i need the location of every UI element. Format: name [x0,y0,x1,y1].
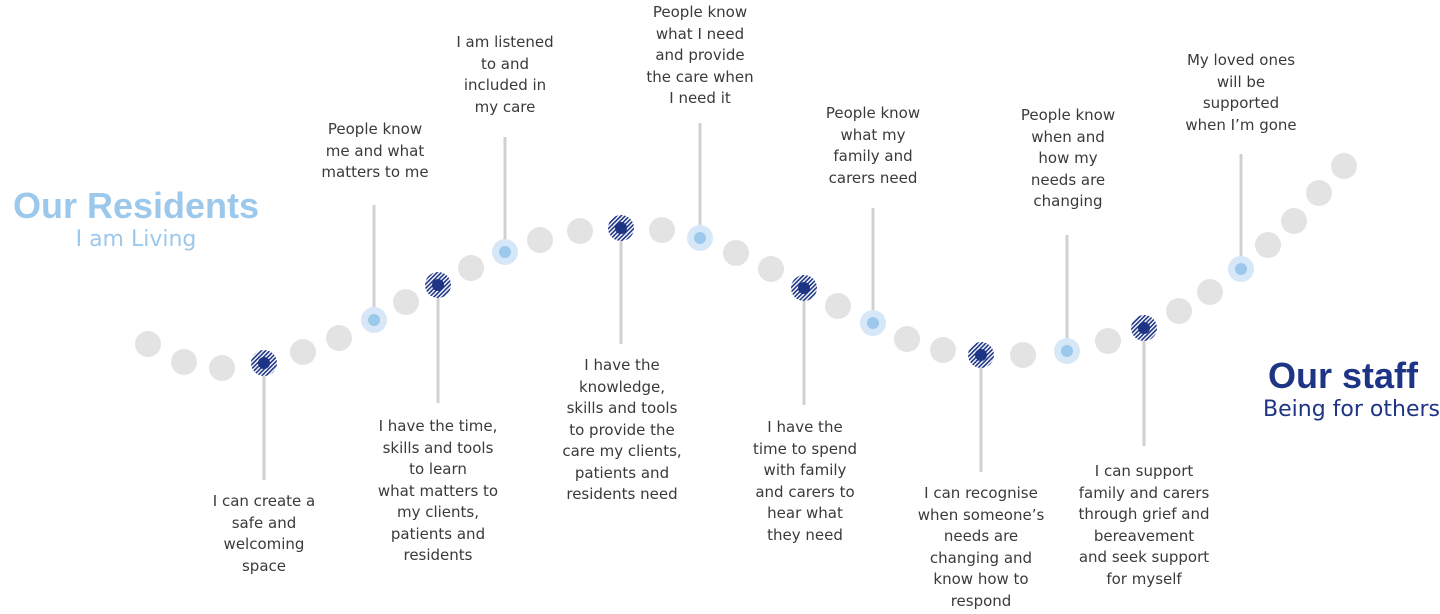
resident-statement-4: People know what my family and carers ne… [825,104,921,187]
wave-dot-21 [1281,208,1307,234]
staff-marker-1 [251,350,277,376]
wave-dot-20 [1255,232,1281,258]
wave-dot-2 [171,349,197,375]
resident-statement-2: I am listened to and included in my care [456,33,554,116]
resident-statement-5: People know when and how my needs are ch… [1020,106,1116,210]
staff-statement-6: I can support family and carers through … [1078,462,1210,588]
wave-dot-22 [1306,180,1332,206]
wave-dot-18 [1166,298,1192,324]
wave-dot-16 [1010,342,1036,368]
resident-statement-6: My loved ones will be supported when I’m… [1185,51,1297,134]
staff-title: Our staff [1267,355,1418,396]
resident-statement-1: People know me and what matters to me [321,120,429,181]
staff-statement-4: I have the time to spend with family and… [752,418,858,544]
wave-dot-17 [1095,328,1121,354]
residents-title: Our Residents [12,185,260,226]
resident-marker-1 [361,307,387,333]
staff-statement-5: I can recognise when someone’s needs are… [917,484,1045,610]
resident-marker-6 [1228,256,1254,282]
residents-heading: Our Residents I am Living [0,186,272,254]
residents-subtitle: I am Living [75,227,197,252]
staff-marker-4 [791,275,817,301]
wave-dot-14 [894,326,920,352]
wave-dot-23 [1331,153,1357,179]
staff-marker-6 [1131,315,1157,341]
resident-statement-3: People know what I need and provide the … [646,3,754,107]
wave-dot-4 [290,339,316,365]
wave-dot-15 [930,337,956,363]
staff-subtitle: Being for others [1263,397,1440,422]
staff-statement-2: I have the time, skills and tools to lea… [377,417,499,564]
staff-marker-5 [968,342,994,368]
wave-dot-10 [649,217,675,243]
resident-marker-2 [492,239,518,265]
staff-marker-2 [425,272,451,298]
wave-dot-13 [825,293,851,319]
wave-dot-5 [326,325,352,351]
wave-dot-12 [758,256,784,282]
resident-marker-4 [860,310,886,336]
wave-dot-8 [527,227,553,253]
staff-statement-1: I can create a safe and welcoming space [212,492,316,575]
wave-dot-3 [209,355,235,381]
wave-dot-19 [1197,279,1223,305]
wave-dot-7 [458,255,484,281]
resident-marker-5 [1054,338,1080,364]
wave-dot-1 [135,331,161,357]
wave-dot-6 [393,289,419,315]
wave-dot-11 [723,240,749,266]
staff-statement-3: I have the knowledge, skills and tools t… [562,356,682,503]
wave-dot-9 [567,218,593,244]
staff-marker-3 [608,215,634,241]
resident-marker-3 [687,225,713,251]
staff-heading: Our staff Being for others [1246,356,1440,424]
